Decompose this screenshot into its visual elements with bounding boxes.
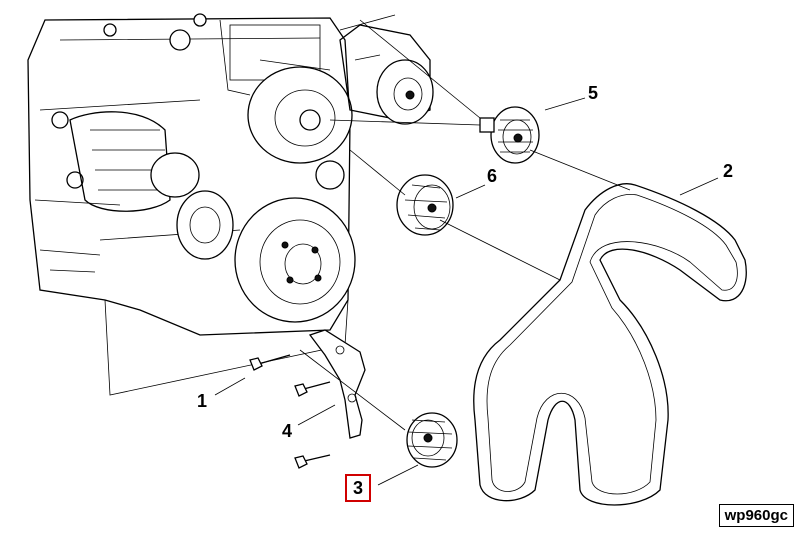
bolts-1 bbox=[249, 354, 331, 469]
engine-block bbox=[27, 13, 434, 336]
callout-6: 6 bbox=[487, 166, 498, 186]
callout-4: 4 bbox=[282, 421, 293, 441]
callout-3: 3 bbox=[345, 474, 372, 502]
tensioner-bracket-4 bbox=[308, 329, 366, 439]
idler-pulley-6 bbox=[396, 174, 454, 236]
frame-outline bbox=[104, 299, 349, 396]
leader-lines bbox=[214, 19, 719, 486]
tensioner-pulley-3 bbox=[406, 412, 458, 468]
callout-5: 5 bbox=[588, 83, 599, 103]
drive-belt bbox=[473, 183, 747, 506]
callout-2: 2 bbox=[723, 161, 734, 181]
idler-pulley-5 bbox=[479, 106, 540, 164]
callout-1: 1 bbox=[197, 391, 208, 411]
reference-code: wp960gc bbox=[718, 504, 794, 527]
